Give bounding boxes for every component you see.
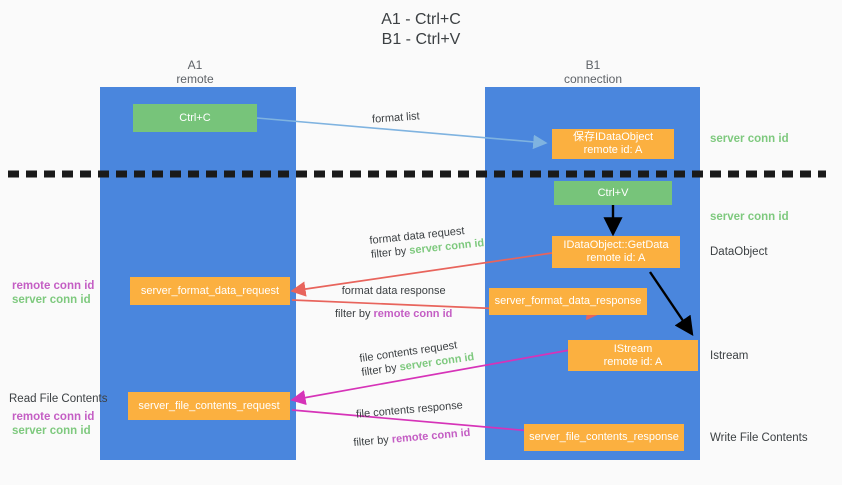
left-label-read-file-contents-text: Read File Contents [9, 393, 108, 405]
right-label-istream: Istream [710, 349, 748, 363]
edge-label-format-data-response: format data response filter by remote co… [335, 284, 452, 321]
right-label-server-conn-id-top: server conn id [710, 132, 789, 146]
column-header-a1: A1 remote [120, 58, 270, 86]
box-idataobject-getdata-line1: IDataObject::GetData [563, 239, 669, 251]
edge-label-format-data-request-filter-prefix: filter by [370, 244, 410, 261]
right-label-dataobject-text: DataObject [710, 246, 768, 258]
edge-label-file-contents-response-filter-prefix: filter by [352, 433, 393, 450]
left-label-remote-conn-id-1-text: remote conn id [12, 280, 95, 292]
left-label-remote-conn-id-1: remote conn id [12, 279, 94, 293]
left-label-read-file-contents: Read File Contents [9, 392, 107, 406]
box-server-format-data-response-label: server_format_data_response [494, 295, 642, 307]
box-server-format-data-response[interactable]: server_format_data_response [489, 288, 647, 315]
right-label-server-conn-id-mid-text: server conn id [710, 211, 789, 223]
edge-label-format-data-response-text: format data response [341, 285, 446, 297]
column-header-a1-name: A1 [187, 58, 203, 72]
box-istream-line1: IStream [613, 342, 653, 355]
box-istream[interactable]: IStream remote id: A [568, 340, 698, 371]
left-label-remote-conn-id-2: remote conn id [12, 410, 94, 424]
title-line-1: A1 - Ctrl+C [381, 11, 461, 28]
box-server-file-contents-response-label: server_file_contents_response [529, 431, 679, 443]
right-label-istream-text: Istream [710, 350, 749, 362]
box-server-format-data-request[interactable]: server_format_data_request [130, 277, 290, 305]
right-label-write-file-contents-text: Write File Contents [710, 432, 808, 444]
box-save-idataobject-line1: 保存IDataObject [572, 131, 654, 143]
box-ctrl-v[interactable]: Ctrl+V [554, 181, 672, 205]
edge-label-file-contents-request: file contents request filter by server c… [359, 336, 476, 380]
page-title: A1 - Ctrl+C B1 - Ctrl+V [0, 10, 842, 50]
edge-label-format-list: format list [372, 109, 421, 126]
edge-label-file-contents-response-text: file contents response [355, 399, 464, 421]
right-label-write-file-contents: Write File Contents [710, 431, 808, 445]
right-label-server-conn-id-top-text: server conn id [710, 133, 789, 145]
box-ctrl-c[interactable]: Ctrl+C [133, 104, 257, 132]
column-header-b1: B1 connection [518, 58, 668, 86]
edge-label-file-contents-response-filter-key: remote conn id [391, 426, 471, 446]
left-label-server-conn-id-2: server conn id [12, 424, 91, 438]
box-server-file-contents-request[interactable]: server_file_contents_request [128, 392, 290, 420]
box-idataobject-getdata[interactable]: IDataObject::GetData remote id: A [552, 236, 680, 268]
edge-label-format-data-request: format data request filter by server con… [369, 222, 485, 262]
box-server-file-contents-request-label: server_file_contents_request [138, 399, 280, 412]
column-header-b1-sub: connection [563, 72, 623, 86]
box-save-idataobject-line2: remote id: A [583, 144, 643, 156]
left-label-server-conn-id-1-text: server conn id [12, 294, 91, 306]
edge-label-file-contents-response: file contents response filter by remote … [350, 398, 471, 450]
column-header-a1-sub: remote [176, 72, 214, 86]
box-ctrl-c-label: Ctrl+C [179, 111, 211, 124]
box-istream-line2: remote id: A [603, 355, 663, 368]
right-label-server-conn-id-mid: server conn id [710, 210, 789, 224]
edge-label-format-data-response-filter-prefix: filter by [335, 308, 374, 320]
box-server-format-data-request-label: server_format_data_request [140, 284, 280, 297]
column-header-b1-name: B1 [585, 58, 601, 72]
title-line-2: B1 - Ctrl+V [381, 31, 461, 48]
left-label-server-conn-id-2-text: server conn id [12, 425, 91, 437]
box-ctrl-v-label: Ctrl+V [597, 186, 629, 199]
box-save-idataobject[interactable]: 保存IDataObject remote id: A [552, 129, 674, 159]
right-label-dataobject: DataObject [710, 245, 768, 259]
box-idataobject-getdata-line2: remote id: A [586, 252, 646, 264]
edge-label-format-list-text: format list [371, 110, 421, 126]
edge-label-file-contents-request-filter-prefix: filter by [360, 361, 401, 379]
box-server-file-contents-response[interactable]: server_file_contents_response [524, 424, 684, 451]
left-label-remote-conn-id-2-text: remote conn id [12, 411, 95, 423]
edge-label-format-data-response-filter-key: remote conn id [373, 308, 453, 320]
left-label-server-conn-id-1: server conn id [12, 293, 91, 307]
